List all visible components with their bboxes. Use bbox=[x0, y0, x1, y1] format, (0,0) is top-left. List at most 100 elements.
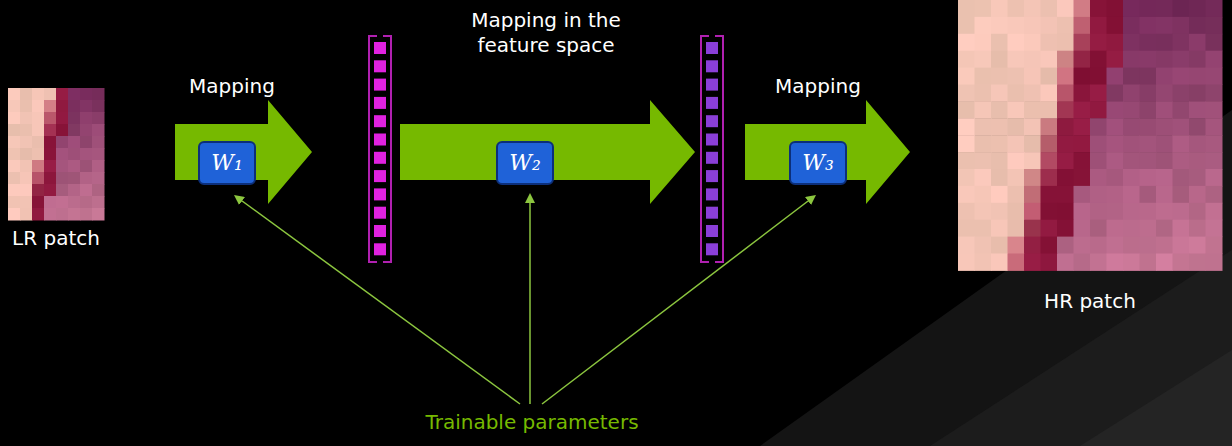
patch-pixel bbox=[1024, 237, 1041, 254]
patch-pixel bbox=[1041, 68, 1058, 85]
patch-pixel bbox=[1008, 135, 1025, 152]
patch-pixel bbox=[1206, 118, 1223, 135]
patch-pixel bbox=[44, 184, 57, 197]
patch-pixel bbox=[20, 160, 33, 173]
patch-pixel bbox=[1057, 51, 1074, 68]
patch-pixel bbox=[1074, 101, 1091, 118]
vector-element bbox=[706, 60, 718, 72]
patch-pixel bbox=[68, 88, 81, 101]
patch-pixel bbox=[1140, 186, 1157, 203]
patch-pixel bbox=[56, 136, 69, 149]
patch-pixel bbox=[1057, 0, 1074, 17]
patch-pixel bbox=[958, 203, 975, 220]
patch-pixel bbox=[1189, 169, 1206, 186]
patch-pixel bbox=[1057, 85, 1074, 102]
vector-element bbox=[374, 79, 386, 91]
patch-pixel bbox=[1173, 254, 1190, 271]
patch-pixel bbox=[80, 172, 93, 185]
patch-pixel bbox=[56, 100, 69, 113]
patch-pixel bbox=[1206, 101, 1223, 118]
patch-pixel bbox=[975, 237, 992, 254]
patch-pixel bbox=[1041, 0, 1058, 17]
patch-pixel bbox=[56, 124, 69, 137]
patch-pixel bbox=[44, 88, 57, 101]
patch-pixel bbox=[8, 208, 21, 221]
patch-pixel bbox=[1156, 17, 1173, 34]
patch-pixel bbox=[1024, 169, 1041, 186]
patch-pixel bbox=[8, 124, 21, 137]
patch-pixel bbox=[1140, 203, 1157, 220]
patch-pixel bbox=[1107, 0, 1124, 17]
patch-pixel bbox=[92, 160, 105, 173]
patch-pixel bbox=[1107, 203, 1124, 220]
patch-pixel bbox=[1074, 169, 1091, 186]
patch-pixel bbox=[1057, 203, 1074, 220]
patch-pixel bbox=[1008, 203, 1025, 220]
patch-pixel bbox=[1189, 135, 1206, 152]
patch-pixel bbox=[1123, 254, 1140, 271]
vector-element bbox=[706, 134, 718, 146]
patch-pixel bbox=[975, 101, 992, 118]
patch-pixel bbox=[1041, 101, 1058, 118]
patch-pixel bbox=[1173, 118, 1190, 135]
patch-pixel bbox=[1024, 51, 1041, 68]
patch-pixel bbox=[92, 136, 105, 149]
patch-pixel bbox=[32, 100, 45, 113]
patch-pixel bbox=[1206, 0, 1223, 17]
patch-pixel bbox=[958, 169, 975, 186]
patch-pixel bbox=[1074, 118, 1091, 135]
weight-label: W₂ bbox=[509, 150, 540, 176]
patch-pixel bbox=[1041, 237, 1058, 254]
patch-pixel bbox=[68, 184, 81, 197]
patch-pixel bbox=[1206, 203, 1223, 220]
vector-element bbox=[706, 225, 718, 237]
patch-pixel bbox=[80, 148, 93, 161]
patch-pixel bbox=[975, 17, 992, 34]
patch-pixel bbox=[1173, 17, 1190, 34]
patch-pixel bbox=[1156, 135, 1173, 152]
patch-pixel bbox=[1041, 17, 1058, 34]
patch-pixel bbox=[80, 208, 93, 221]
patch-pixel bbox=[1090, 237, 1107, 254]
patch-pixel bbox=[1090, 118, 1107, 135]
patch-pixel bbox=[1123, 34, 1140, 51]
patch-pixel bbox=[958, 186, 975, 203]
patch-pixel bbox=[1206, 68, 1223, 85]
patch-pixel bbox=[80, 124, 93, 137]
patch-pixel bbox=[68, 208, 81, 221]
vector-bracket bbox=[701, 36, 723, 262]
vector-element bbox=[706, 79, 718, 91]
patch-pixel bbox=[1173, 85, 1190, 102]
patch-pixel bbox=[958, 0, 975, 17]
patch-pixel bbox=[1074, 17, 1091, 34]
patch-pixel bbox=[1107, 85, 1124, 102]
patch-pixel bbox=[1123, 135, 1140, 152]
patch-pixel bbox=[1206, 169, 1223, 186]
patch-pixel bbox=[991, 85, 1008, 102]
patch-pixel bbox=[975, 0, 992, 17]
patch-pixel bbox=[991, 203, 1008, 220]
patch-pixel bbox=[92, 172, 105, 185]
patch-pixel bbox=[1008, 68, 1025, 85]
patch-pixel bbox=[1041, 34, 1058, 51]
patch-pixel bbox=[1173, 186, 1190, 203]
vector-element bbox=[374, 188, 386, 200]
patch-pixel bbox=[991, 186, 1008, 203]
patch-pixel bbox=[1189, 51, 1206, 68]
patch-pixel bbox=[1140, 118, 1157, 135]
patch-pixel bbox=[1024, 203, 1041, 220]
patch-pixel bbox=[958, 34, 975, 51]
patch-pixel bbox=[80, 112, 93, 125]
vector-element bbox=[706, 42, 718, 54]
patch-pixel bbox=[991, 152, 1008, 169]
patch-pixel bbox=[80, 88, 93, 101]
patch-pixel bbox=[8, 88, 21, 101]
patch-pixel bbox=[1107, 51, 1124, 68]
patch-pixel bbox=[1107, 152, 1124, 169]
patch-pixel bbox=[1024, 186, 1041, 203]
patch-pixel bbox=[1090, 85, 1107, 102]
patch-pixel bbox=[44, 112, 57, 125]
patch-pixel bbox=[1206, 17, 1223, 34]
patch-pixel bbox=[1206, 152, 1223, 169]
patch-pixel bbox=[991, 34, 1008, 51]
